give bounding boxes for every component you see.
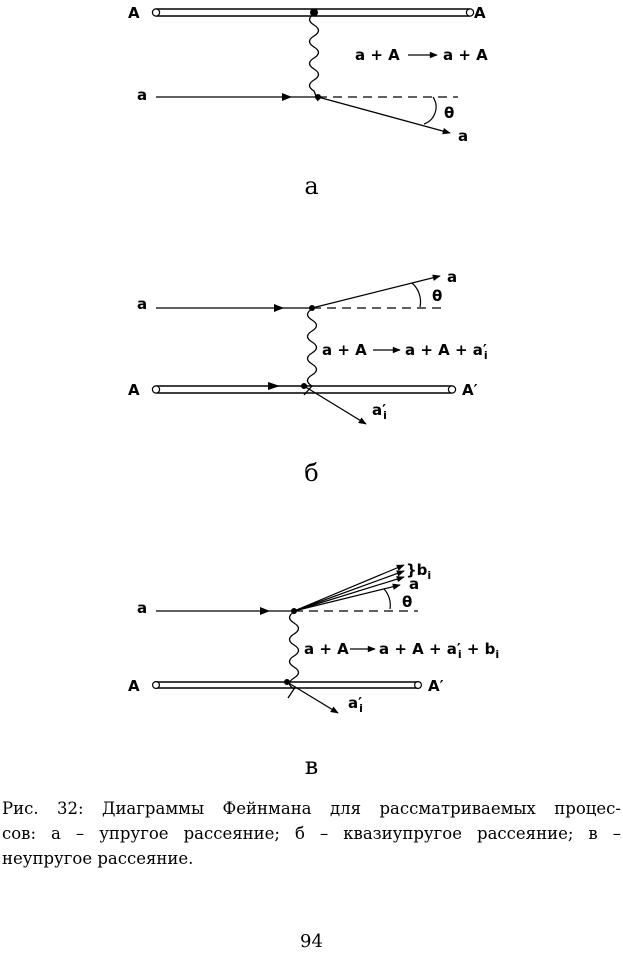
nucleus-right-label: A: [474, 4, 486, 22]
panel-label-c: в: [0, 752, 623, 780]
diagram-b-quasielastic: a a θ a + A a + A + a′i A A′ a′i: [0, 255, 623, 455]
scattered-label: a: [458, 127, 468, 145]
outgoing-bundle: [294, 565, 404, 611]
knockout-particle-line: [304, 386, 366, 424]
incoming-arrow: [260, 607, 270, 615]
projectile-label: a: [137, 599, 147, 617]
reaction-right: a + A + a′i: [405, 341, 488, 362]
reaction-left: a + A: [322, 341, 367, 359]
scattered-particle-line: [318, 97, 450, 133]
photon-propagator: [304, 309, 317, 395]
angle-label: θ: [402, 593, 412, 611]
angle-arc: [424, 97, 436, 124]
nucleus-left-label: A: [128, 381, 140, 399]
caption-line-1: Рис. 32: Диаграммы Фейнмана для рассматр…: [2, 796, 621, 821]
reaction-left: a + A: [355, 46, 400, 64]
panel-label-b: б: [0, 459, 623, 487]
knockout-particle-line: [287, 682, 338, 713]
reaction-left: a + A: [304, 640, 349, 658]
scattered-label: a: [409, 575, 419, 593]
angle-arc: [384, 589, 390, 609]
reaction-right: a + A: [443, 46, 488, 64]
angle-label: θ: [444, 104, 454, 122]
page-number: 94: [0, 931, 623, 952]
photon-propagator: [310, 14, 319, 101]
nucleus-right-label: A′: [428, 677, 444, 695]
knockout-label: a′i: [348, 694, 363, 715]
nucleus-arrow: [268, 382, 280, 390]
panel-label-a: а: [0, 172, 623, 200]
nucleus-left-label: A: [128, 4, 140, 22]
nucleus-right-label: A′: [462, 381, 478, 399]
reaction-right: a + A + a′i + bi: [379, 640, 499, 661]
angle-arc: [412, 283, 421, 307]
caption-line-2: сов: а – упругое рассеяние; б – квазиупр…: [2, 821, 621, 846]
figure-caption: Рис. 32: Диаграммы Фейнмана для рассматр…: [2, 796, 621, 871]
caption-line-3: неупругое рассеяние.: [2, 846, 621, 871]
knockout-label: a′i: [372, 401, 387, 422]
projectile-label: a: [137, 86, 147, 104]
diagram-a-elastic: A A a θ a a + A a + A: [0, 0, 623, 175]
projectile-label: a: [137, 295, 147, 313]
nucleus-left-label: A: [128, 677, 140, 695]
incoming-arrow: [282, 93, 292, 101]
incoming-arrow: [274, 304, 284, 312]
scattered-label: a: [447, 268, 457, 286]
diagram-c-inelastic: a }bi a θ a + A a + A + a′i + bi A A′ a′…: [0, 545, 623, 745]
angle-label: θ: [432, 287, 442, 305]
